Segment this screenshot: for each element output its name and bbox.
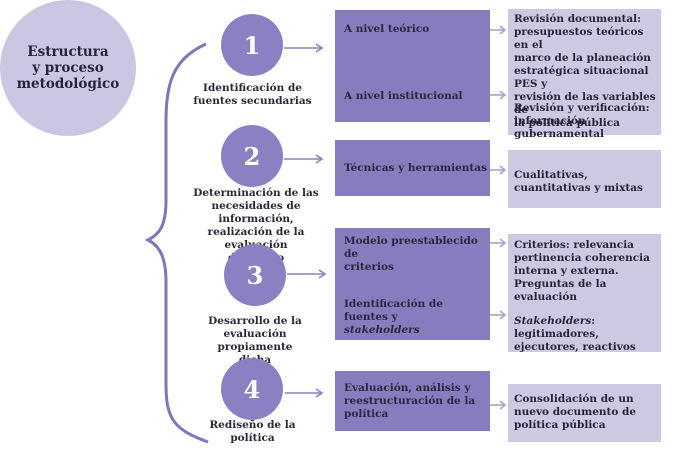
arrow-teorico: [490, 25, 507, 35]
step-2-circle: 2: [221, 125, 283, 187]
item-criterios: Criterios: relevancia pertinencia cohere…: [514, 239, 650, 303]
step-4-label: Rediseño de la política: [209, 419, 296, 444]
step-3-number: 3: [246, 260, 264, 290]
step-2-number: 2: [243, 141, 261, 171]
step-2-light-box: Cualitativas, cuantitativas y mixtas: [508, 150, 661, 208]
step-4-light-box: Consolidación de un nuevo documento de p…: [508, 384, 661, 442]
step-2-dark-box: Técnicas y herramientas: [335, 140, 490, 196]
step-1-circle: 1: [221, 14, 283, 76]
item-evaluacion-analisis: Evaluación, análisis y reestructuración …: [344, 382, 476, 420]
item-cualitativas: Cualitativas, cuantitativas y mixtas: [514, 169, 643, 194]
arrow-step-3: [287, 269, 327, 279]
main-concept-circle: Estructura y proceso metodológico: [0, 0, 136, 136]
step-4-dark-box: Evaluación, análisis y reestructuración …: [335, 371, 490, 431]
arrow-evaluacion: [490, 400, 507, 410]
item-revision-documental: Revisión documental: presupuestos teóric…: [514, 13, 656, 129]
main-concept-title: Estructura y proceso metodológico: [16, 44, 120, 92]
arrow-institucional: [490, 90, 507, 100]
brace: [144, 42, 209, 444]
step-3-dark-box: Modelo preestablecido de criterios Ident…: [335, 228, 490, 340]
arrow-identificacion: [490, 310, 507, 320]
arrow-tecnicas: [490, 165, 507, 175]
step-3-light-box: Criterios: relevancia pertinencia cohere…: [508, 234, 661, 353]
item-consolidacion: Consolidación de un nuevo documento de p…: [514, 393, 637, 431]
arrow-modelo: [490, 238, 507, 248]
item-revision-verificacion: Revisión y verificación: información gub…: [514, 102, 650, 140]
step-1-dark-box: A nivel teórico A nivel institucional: [335, 10, 490, 122]
step-1-number: 1: [243, 30, 261, 60]
step-1-label: Identificación de fuentes secundarias: [193, 82, 312, 107]
item-a-nivel-institucional: A nivel institucional: [344, 90, 463, 102]
arrow-step-4: [285, 388, 324, 398]
item-stakeholders: Stakeholders: legitimadores, ejecutores,…: [514, 315, 636, 353]
item-a-nivel-teorico: A nivel teórico: [344, 23, 430, 35]
arrow-step-1: [284, 43, 324, 53]
item-modelo-preestablecido: Modelo preestablecido de criterios: [344, 235, 478, 273]
item-tecnicas-herramientas: Técnicas y herramientas: [344, 162, 487, 174]
step-4-number: 4: [243, 374, 261, 404]
step-1-light-box: Revisión documental: presupuestos teóric…: [508, 9, 661, 140]
arrow-step-2: [284, 154, 324, 164]
step-4-circle: 4: [221, 358, 283, 420]
step-3-circle: 3: [224, 244, 286, 306]
